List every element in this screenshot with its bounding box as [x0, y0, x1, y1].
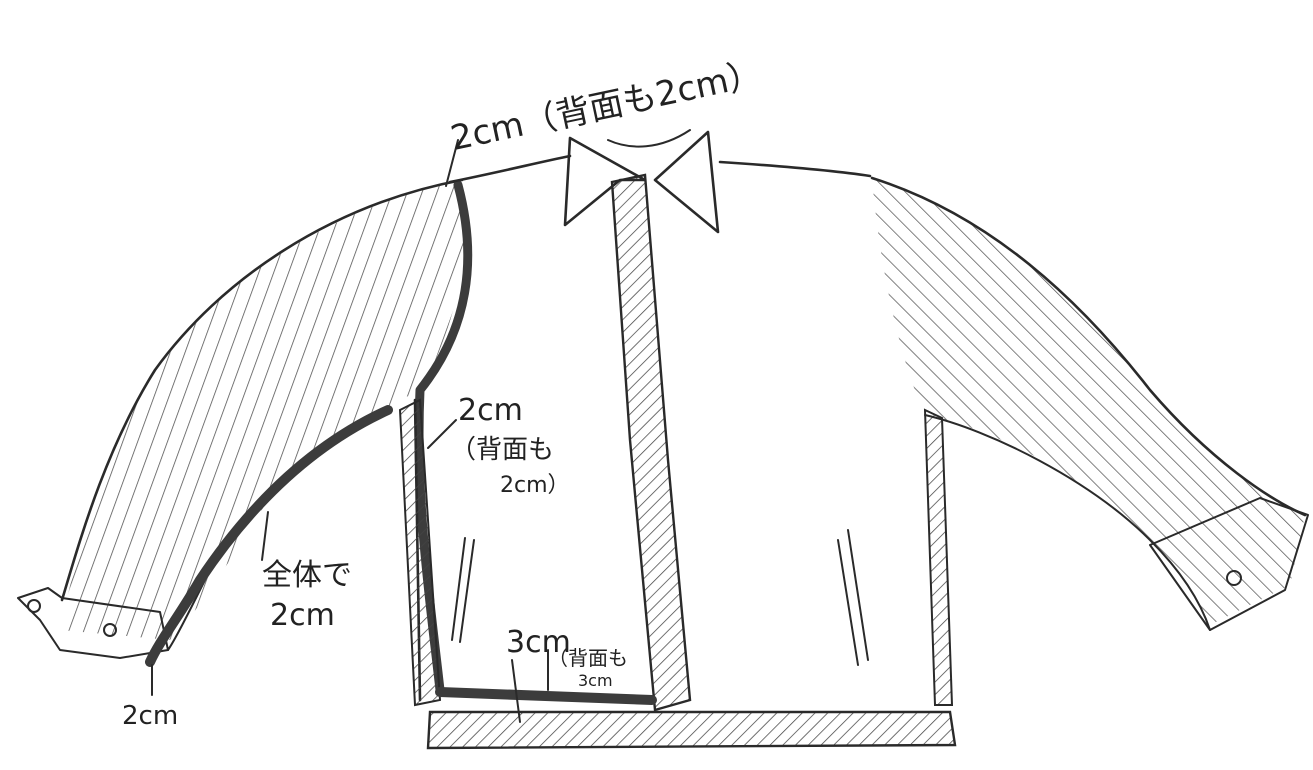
hem-label-1: 3cm: [506, 625, 571, 660]
collar-seam-leader: [445, 139, 459, 187]
front-placket: [610, 173, 692, 712]
left-cuff-button-icon: [27, 599, 41, 613]
right-sleeve-underarm: [924, 414, 1211, 631]
collar-right-point: [653, 130, 720, 234]
hem-seam: [435, 687, 657, 705]
front-seam-label-3: 2cm）: [500, 473, 570, 498]
shoulder-line-right: [718, 160, 872, 178]
collar: [563, 129, 720, 234]
sleeve-seam-label-2: 2cm: [270, 598, 335, 633]
right-side-band: [923, 408, 954, 706]
collar-left-point: [563, 136, 647, 227]
left-cuff: [17, 587, 169, 659]
left-sleeve-outline: [60, 178, 464, 602]
hem-label-2: （背面も: [548, 646, 628, 670]
jacket-body: [398, 154, 957, 750]
hem-band: [426, 710, 957, 750]
hem-leader: [511, 659, 521, 723]
left-sleeve-fill: [60, 180, 465, 640]
shoulder-line-left: [448, 154, 572, 184]
leader-lines: [151, 139, 549, 723]
left-pocket: [451, 537, 475, 643]
left-side-band: [398, 398, 442, 707]
right-sleeve-outline: [870, 176, 1307, 517]
left-sleeve-seam: [145, 405, 393, 667]
cuff-label: 2cm: [122, 701, 178, 731]
front-seam-label-1: 2cm: [458, 393, 523, 428]
collar-seam-label: 2cm（背面も2cm）: [447, 54, 765, 159]
sleeve-seam-leader: [261, 511, 269, 561]
right-cuff-button-icon: [1226, 570, 1242, 586]
collar-neck: [607, 129, 691, 148]
left-cuff-button-icon: [103, 623, 117, 637]
right-sleeve-fill: [872, 178, 1305, 625]
right-sleeve: [870, 176, 1309, 631]
left-sleeve: [17, 178, 465, 659]
front-seam-label-2: （背面も: [450, 435, 554, 465]
right-pocket: [837, 529, 869, 666]
annotations: 2cm（背面も2cm）: [447, 54, 765, 159]
right-cuff: [1149, 497, 1309, 631]
hem-label-3: 3cm: [578, 671, 613, 690]
sleeve-seam-label-1: 全体で: [262, 558, 352, 593]
front-seam-leader: [427, 419, 457, 449]
